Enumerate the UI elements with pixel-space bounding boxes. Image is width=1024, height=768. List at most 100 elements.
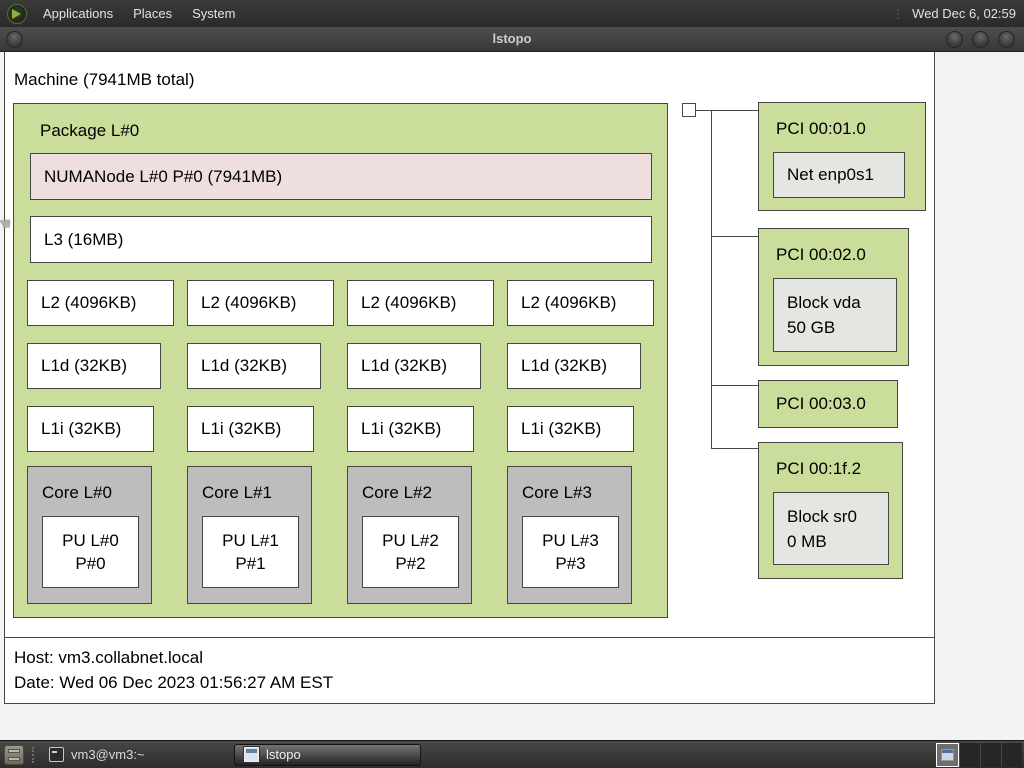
- l1d-cache-label: L1d (32KB): [521, 356, 607, 375]
- l1i-cache-box: L1i (32KB): [27, 406, 154, 452]
- task-label: lstopo: [266, 747, 301, 762]
- block-device-size: 0 MB: [787, 531, 827, 551]
- numanode-box: NUMANode L#0 P#0 (7941MB): [30, 153, 652, 200]
- pu-pnum: P#1: [235, 554, 266, 573]
- core-box: Core L#3 PU L#3 P#3: [507, 466, 632, 604]
- core-label: Core L#0: [42, 483, 112, 502]
- core-box: Core L#0 PU L#0 P#0: [27, 466, 152, 604]
- pci-connector-line: [711, 385, 759, 386]
- pci-label: PCI 00:1f.2: [776, 459, 862, 478]
- workspace-2[interactable]: [959, 742, 980, 767]
- host-label: Host: vm3.collabnet.local: [14, 648, 203, 667]
- pu-label: PU L#3: [542, 531, 599, 550]
- core-box: Core L#1 PU L#1 P#1: [187, 466, 312, 604]
- l1d-cache-label: L1d (32KB): [201, 356, 287, 375]
- date-label: Date: Wed 06 Dec 2023 01:56:27 AM EST: [14, 673, 334, 692]
- l2-cache-box: L2 (4096KB): [347, 280, 494, 326]
- pci-box: PCI 00:1f.2 Block sr0 0 MB: [758, 442, 903, 579]
- pu-pnum: P#0: [75, 554, 106, 573]
- l1d-cache-box: L1d (32KB): [507, 343, 641, 389]
- close-button[interactable]: [998, 31, 1015, 48]
- pu-label: PU L#1: [222, 531, 279, 550]
- pu-pnum: P#3: [555, 554, 586, 573]
- l1i-cache-label: L1i (32KB): [201, 419, 282, 438]
- block-device-box: Block vda 50 GB: [773, 278, 897, 352]
- pci-box: PCI 00:03.0: [758, 380, 898, 428]
- l1d-cache-label: L1d (32KB): [41, 356, 127, 375]
- l1d-cache-box: L1d (32KB): [27, 343, 161, 389]
- task-label: vm3@vm3:~: [71, 747, 145, 762]
- pci-label: PCI 00:03.0: [776, 394, 866, 413]
- mouse-cursor: ☚: [0, 216, 12, 233]
- pu-box: PU L#0 P#0: [42, 516, 139, 588]
- pci-box: PCI 00:01.0 Net enp0s1: [758, 102, 926, 211]
- panel-grip-handle[interactable]: ⋮: [892, 6, 904, 21]
- task-button-terminal[interactable]: vm3@vm3:~: [40, 744, 198, 766]
- mini-window-icon: [941, 748, 954, 761]
- l2-cache-box: L2 (4096KB): [187, 280, 334, 326]
- pu-box: PU L#3 P#3: [522, 516, 619, 588]
- menu-applications[interactable]: Applications: [43, 6, 114, 21]
- pci-label: PCI 00:02.0: [776, 245, 866, 264]
- core-box: Core L#2 PU L#2 P#2: [347, 466, 472, 604]
- logo-arrow-icon: [12, 8, 21, 19]
- l2-cache-label: L2 (4096KB): [521, 293, 617, 312]
- tasklist-grip-handle[interactable]: [32, 746, 34, 763]
- l1d-cache-box: L1d (32KB): [187, 343, 321, 389]
- l1d-cache-label: L1d (32KB): [361, 356, 447, 375]
- pci-connector-line: [711, 448, 759, 449]
- workspace-4[interactable]: [1001, 742, 1022, 767]
- l1d-cache-box: L1d (32KB): [347, 343, 481, 389]
- l2-cache-label: L2 (4096KB): [201, 293, 297, 312]
- core-label: Core L#3: [522, 483, 592, 502]
- pu-box: PU L#1 P#1: [202, 516, 299, 588]
- lstopo-canvas: Machine (7941MB total) Package L#0 NUMAN…: [4, 52, 935, 704]
- block-device-size: 50 GB: [787, 318, 836, 337]
- l2-cache-box: L2 (4096KB): [27, 280, 174, 326]
- workspace-1[interactable]: [936, 742, 959, 767]
- block-device-label: Block sr0: [787, 506, 857, 526]
- window-menu-button[interactable]: [6, 31, 23, 48]
- panel-clock[interactable]: Wed Dec 6, 02:59: [912, 6, 1016, 21]
- pu-pnum: P#2: [395, 554, 426, 573]
- pu-label: PU L#0: [62, 531, 119, 550]
- core-label: Core L#1: [202, 483, 272, 502]
- pci-label: PCI 00:01.0: [776, 119, 866, 138]
- block-device-label: Block vda: [787, 293, 861, 312]
- block-device-box: Block sr0 0 MB: [773, 492, 889, 565]
- minimize-button[interactable]: [946, 31, 963, 48]
- bottom-taskbar: vm3@vm3:~ lstopo: [0, 740, 1024, 768]
- l1i-cache-label: L1i (32KB): [521, 419, 602, 438]
- package-label: Package L#0: [40, 121, 140, 140]
- l1i-cache-box: L1i (32KB): [187, 406, 314, 452]
- l1i-cache-box: L1i (32KB): [347, 406, 474, 452]
- top-panel: Applications Places System ⋮ Wed Dec 6, …: [0, 0, 1024, 27]
- l3-cache-label: L3 (16MB): [44, 229, 124, 249]
- l2-cache-label: L2 (4096KB): [41, 293, 137, 312]
- core-label: Core L#2: [362, 483, 432, 502]
- l2-cache-box: L2 (4096KB): [507, 280, 654, 326]
- footer-separator: [5, 637, 934, 638]
- pci-connector-line: [696, 110, 759, 111]
- pu-label: PU L#2: [382, 531, 439, 550]
- numanode-label: NUMANode L#0 P#0 (7941MB): [44, 166, 283, 186]
- package-box: Package L#0 NUMANode L#0 P#0 (7941MB) L3…: [13, 103, 668, 618]
- maximize-button[interactable]: [972, 31, 989, 48]
- distro-logo-icon[interactable]: [7, 3, 27, 24]
- menu-places[interactable]: Places: [133, 6, 173, 21]
- net-device-label: Net enp0s1: [787, 165, 874, 184]
- menu-system[interactable]: System: [192, 6, 236, 21]
- hostbridge-connector: [682, 103, 696, 117]
- pci-trunk-line: [711, 110, 712, 449]
- l1i-cache-label: L1i (32KB): [41, 419, 122, 438]
- show-desktop-icon[interactable]: [4, 744, 24, 765]
- pci-connector-line: [711, 236, 759, 237]
- task-button-lstopo-active[interactable]: lstopo: [234, 743, 421, 766]
- l3-cache-box: L3 (16MB): [30, 216, 652, 263]
- window-titlebar[interactable]: lstopo: [0, 27, 1024, 52]
- workspace-3[interactable]: [980, 742, 1001, 767]
- l1i-cache-label: L1i (32KB): [361, 419, 442, 438]
- pu-box: PU L#2 P#2: [362, 516, 459, 588]
- l1i-cache-box: L1i (32KB): [507, 406, 634, 452]
- pci-box: PCI 00:02.0 Block vda 50 GB: [758, 228, 909, 366]
